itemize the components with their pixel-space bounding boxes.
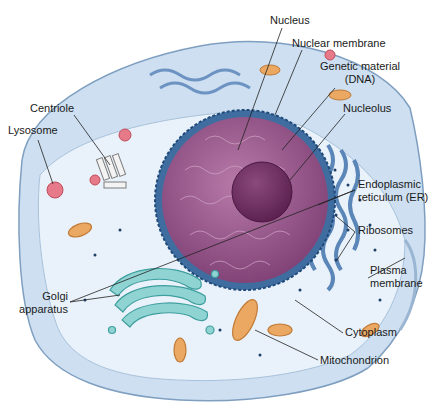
cytoplasm-region xyxy=(38,112,405,381)
mitochondrion xyxy=(260,65,280,75)
nucleolus xyxy=(232,162,292,222)
part-label: Golgi apparatus xyxy=(6,290,68,316)
nucleus xyxy=(162,117,328,283)
centriole xyxy=(96,154,126,188)
part-label: Genetic material (DNA) xyxy=(315,60,405,86)
cell-body xyxy=(19,41,425,400)
lysosome xyxy=(325,50,335,60)
lysosome xyxy=(47,182,63,198)
part-label: Nucleus xyxy=(270,14,350,27)
part-label: Ribosomes xyxy=(358,224,433,237)
golgi-apparatus xyxy=(109,269,219,334)
leader-lines xyxy=(38,28,405,360)
part-label: Endoplasmic reticulum (ER) xyxy=(358,178,433,204)
part-label: Centriole xyxy=(30,102,100,115)
lysosome xyxy=(119,129,131,141)
part-label: Lysosome xyxy=(8,124,68,137)
part-label: Nuclear membrane xyxy=(292,37,402,50)
part-label: Mitochondrion xyxy=(320,354,420,367)
part-label: Plasma membrane xyxy=(370,264,430,290)
part-label: Cytoplasm xyxy=(345,326,425,339)
lysosome xyxy=(90,175,100,185)
part-label: Nucleolus xyxy=(343,102,423,115)
nuclear-membrane xyxy=(155,110,335,290)
er-top xyxy=(150,70,250,93)
